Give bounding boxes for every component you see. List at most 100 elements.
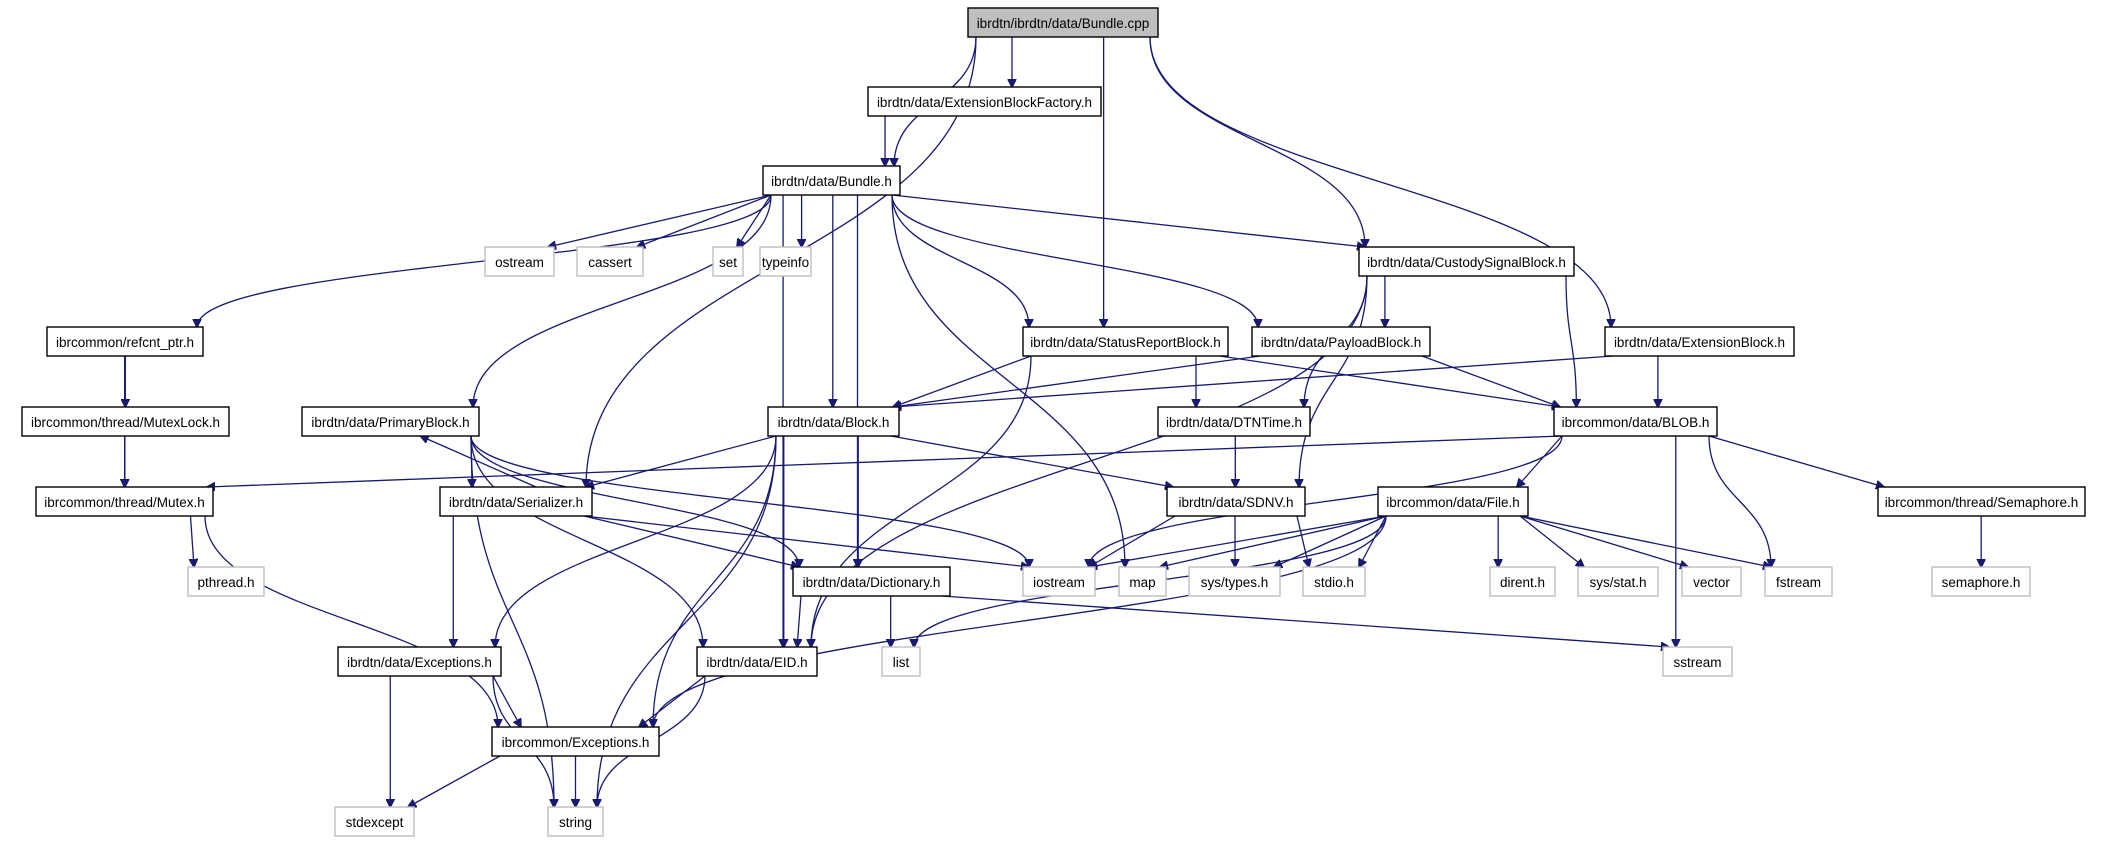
- node-box[interactable]: [967, 7, 1159, 38]
- node-map[interactable]: map: [1118, 566, 1167, 597]
- node-box[interactable]: [337, 646, 502, 677]
- node-statusreport[interactable]: ibrdtn/data/StatusReportBlock.h: [1022, 326, 1229, 357]
- node-box[interactable]: [1662, 646, 1733, 677]
- node-semaphore-h[interactable]: ibrcommon/thread/Semaphore.h: [1877, 486, 2086, 517]
- node-box[interactable]: [187, 566, 265, 597]
- node-cassert[interactable]: cassert: [576, 246, 644, 277]
- node-box[interactable]: [881, 646, 921, 677]
- node-box[interactable]: [1358, 246, 1575, 277]
- edge-sdnv-to-stdio: [1296, 515, 1309, 567]
- node-box[interactable]: [301, 406, 480, 437]
- node-sysstat[interactable]: sys/stat.h: [1577, 566, 1659, 597]
- node-box[interactable]: [1553, 406, 1718, 437]
- node-box[interactable]: [767, 406, 900, 437]
- node-box[interactable]: [439, 486, 593, 517]
- edge-block-to-data_exc: [495, 435, 777, 647]
- node-box[interactable]: [491, 726, 660, 757]
- node-mutex[interactable]: ibrcommon/thread/Mutex.h: [35, 486, 214, 517]
- node-eid[interactable]: ibrdtn/data/EID.h: [696, 646, 818, 677]
- node-label: sys/types.h: [1201, 575, 1269, 590]
- node-box[interactable]: [1166, 486, 1306, 517]
- node-box[interactable]: [696, 646, 818, 677]
- node-box[interactable]: [35, 486, 214, 517]
- edge-serializer-to-primary: [421, 436, 537, 488]
- node-box[interactable]: [484, 246, 555, 277]
- node-label: ibrcommon/data/BLOB.h: [1562, 415, 1710, 430]
- node-ext-factory[interactable]: ibrdtn/data/ExtensionBlockFactory.h: [867, 86, 1102, 117]
- node-box[interactable]: [547, 806, 604, 837]
- node-common-exc[interactable]: ibrcommon/Exceptions.h: [491, 726, 660, 757]
- node-primary[interactable]: ibrdtn/data/PrimaryBlock.h: [301, 406, 480, 437]
- node-box[interactable]: [1022, 326, 1229, 357]
- node-string[interactable]: string: [547, 806, 604, 837]
- node-box[interactable]: [334, 806, 415, 837]
- edge-file-to-common_exc: [653, 515, 1387, 727]
- node-vector[interactable]: vector: [1681, 566, 1742, 597]
- edge-file-to-iostream: [1089, 515, 1387, 567]
- node-iostream[interactable]: iostream: [1022, 566, 1096, 597]
- node-list[interactable]: list: [881, 646, 921, 677]
- node-set[interactable]: set: [712, 246, 744, 277]
- node-pthread[interactable]: pthread.h: [187, 566, 265, 597]
- node-box[interactable]: [576, 246, 644, 277]
- node-sstream[interactable]: sstream: [1662, 646, 1733, 677]
- node-box[interactable]: [712, 246, 744, 277]
- node-box[interactable]: [1604, 326, 1795, 357]
- edge-primary-to-iostream: [470, 435, 1029, 567]
- node-box[interactable]: [759, 246, 812, 277]
- node-semaphore-sys[interactable]: semaphore.h: [1931, 566, 2031, 597]
- node-box[interactable]: [1022, 566, 1096, 597]
- node-box[interactable]: [1377, 486, 1529, 517]
- node-label: ibrdtn/data/DTNTime.h: [1166, 415, 1302, 430]
- node-box[interactable]: [1157, 406, 1311, 437]
- edge-bundle_cpp-to-custody: [1149, 36, 1365, 247]
- node-box[interactable]: [1577, 566, 1659, 597]
- node-box[interactable]: [46, 326, 204, 357]
- node-label: cassert: [588, 255, 632, 270]
- node-block[interactable]: ibrdtn/data/Block.h: [767, 406, 900, 437]
- node-box[interactable]: [1681, 566, 1742, 597]
- node-box[interactable]: [1188, 566, 1281, 597]
- node-ostream[interactable]: ostream: [484, 246, 555, 277]
- node-custody[interactable]: ibrdtn/data/CustodySignalBlock.h: [1358, 246, 1575, 277]
- node-fstream[interactable]: fstream: [1764, 566, 1833, 597]
- node-bundle-cpp[interactable]: ibrdtn/ibrdtn/data/Bundle.cpp: [967, 7, 1159, 38]
- node-box[interactable]: [762, 165, 901, 196]
- node-box[interactable]: [1764, 566, 1833, 597]
- node-label: sys/stat.h: [1589, 575, 1646, 590]
- node-box[interactable]: [1118, 566, 1167, 597]
- edge-block-to-serializer: [586, 435, 777, 487]
- node-serializer[interactable]: ibrdtn/data/Serializer.h: [439, 486, 593, 517]
- node-box[interactable]: [1877, 486, 2086, 517]
- node-box[interactable]: [1302, 566, 1366, 597]
- node-extblock[interactable]: ibrdtn/data/ExtensionBlock.h: [1604, 326, 1795, 357]
- node-payload[interactable]: ibrdtn/data/PayloadBlock.h: [1251, 326, 1431, 357]
- node-typeinfo[interactable]: typeinfo: [759, 246, 812, 277]
- node-stdio[interactable]: stdio.h: [1302, 566, 1366, 597]
- node-stdexcept[interactable]: stdexcept: [334, 806, 415, 837]
- node-box[interactable]: [1489, 566, 1556, 597]
- node-sdnv[interactable]: ibrdtn/data/SDNV.h: [1166, 486, 1306, 517]
- node-file[interactable]: ibrcommon/data/File.h: [1377, 486, 1529, 517]
- node-box[interactable]: [21, 406, 230, 437]
- node-data-exc[interactable]: ibrdtn/data/Exceptions.h: [337, 646, 502, 677]
- edge-serializer-to-dictionary: [583, 515, 799, 567]
- node-dirent[interactable]: dirent.h: [1489, 566, 1556, 597]
- node-box[interactable]: [867, 86, 1102, 117]
- node-dtntime[interactable]: ibrdtn/data/DTNTime.h: [1157, 406, 1311, 437]
- node-mutexlock[interactable]: ibrcommon/thread/MutexLock.h: [21, 406, 230, 437]
- node-bundle-h[interactable]: ibrdtn/data/Bundle.h: [762, 165, 901, 196]
- node-box[interactable]: [1931, 566, 2031, 597]
- node-label: ibrcommon/refcnt_ptr.h: [56, 335, 194, 350]
- node-systypes[interactable]: sys/types.h: [1188, 566, 1281, 597]
- node-refcnt[interactable]: ibrcommon/refcnt_ptr.h: [46, 326, 204, 357]
- node-label: dirent.h: [1500, 575, 1545, 590]
- edge-custody-to-blob: [1565, 275, 1576, 407]
- node-label: ibrdtn/data/Block.h: [778, 415, 890, 430]
- node-dictionary[interactable]: ibrdtn/data/Dictionary.h: [792, 566, 951, 597]
- node-box[interactable]: [792, 566, 951, 597]
- node-blob[interactable]: ibrcommon/data/BLOB.h: [1553, 406, 1718, 437]
- node-label: ibrdtn/data/Exceptions.h: [347, 655, 492, 670]
- node-label: set: [719, 255, 737, 270]
- node-box[interactable]: [1251, 326, 1431, 357]
